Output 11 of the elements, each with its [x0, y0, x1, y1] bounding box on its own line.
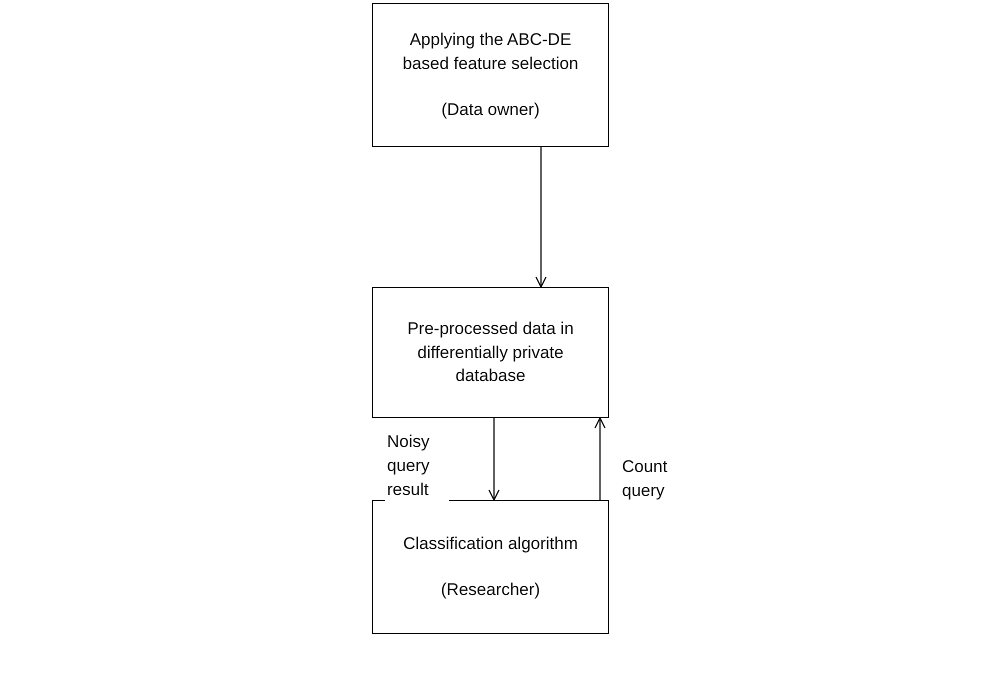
arrow: [535, 147, 547, 288]
box-title: Pre-processed data in differentially private database: [406, 318, 575, 388]
process-box: [372, 500, 609, 634]
role-label: (Researcher): [440, 579, 540, 601]
arrow: [488, 418, 500, 501]
role-label: (Data owner): [441, 98, 540, 121]
arrow: [594, 417, 606, 500]
box-title: Applying the ABC-DE based feature selection: [402, 29, 580, 76]
box-title: Classification algorithm: [403, 533, 578, 556]
process-box: [372, 287, 609, 418]
process-box: [372, 3, 609, 147]
